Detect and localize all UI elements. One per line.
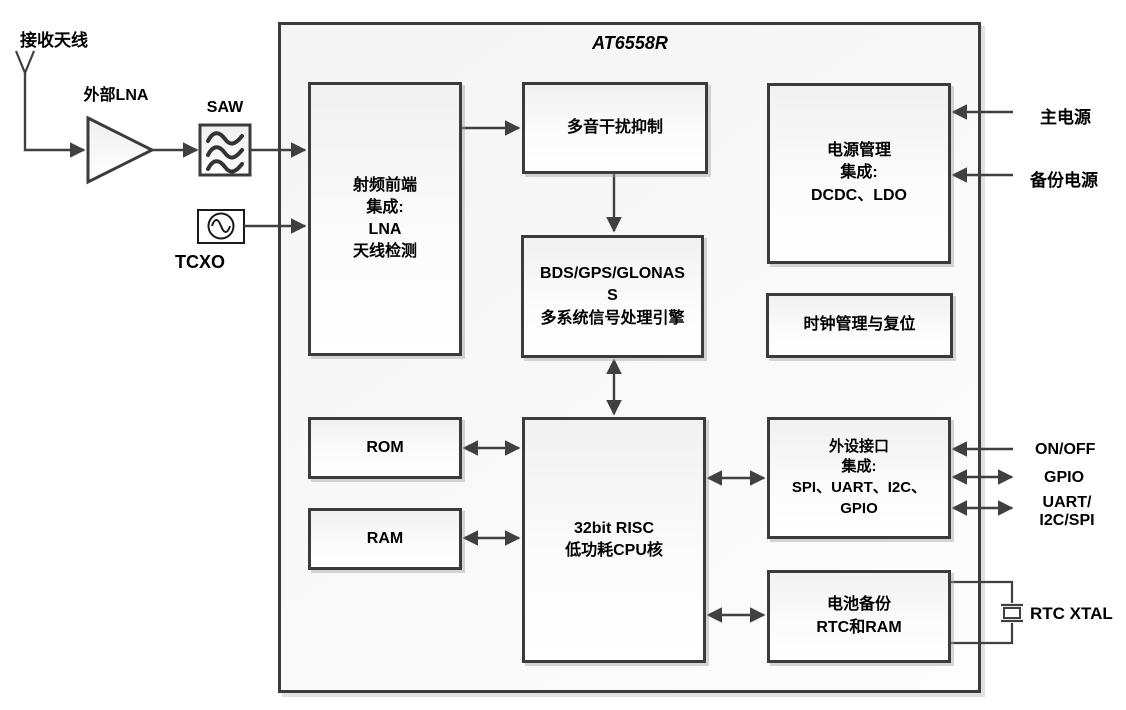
arrow-antenna-to-lna: [23, 73, 86, 158]
rtc-xtal-label: RTC XTAL: [1030, 604, 1113, 623]
oscillator-icon: [197, 209, 245, 244]
wire-xtal-bottom: [950, 623, 1014, 645]
power-mgmt-label: 电源管理 集成: DCDC、LDO: [811, 142, 907, 204]
lna-label: 外部LNA: [83, 87, 149, 104]
multitone-block: 多音干扰抑制: [522, 82, 708, 174]
cpu-label: 32bit RISC 低功耗CPU核: [565, 519, 663, 559]
on-off-label: ON/OFF: [1035, 441, 1096, 458]
signal-engine-block: BDS/GPS/GLONAS S 多系统信号处理引擎: [521, 235, 704, 358]
main-power-label: 主电源: [1040, 108, 1091, 127]
tcxo-label: TCXO: [174, 252, 225, 272]
peripherals-block: 外设接口 集成: SPI、UART、I2C、 GPIO: [767, 417, 951, 539]
clock-reset-label: 时钟管理与复位: [803, 316, 916, 334]
multitone-label: 多音干扰抑制: [566, 118, 663, 136]
power-mgmt-block: 电源管理 集成: DCDC、LDO: [767, 83, 951, 264]
antenna-label: 接收天线: [20, 31, 88, 50]
clock-reset-block: 时钟管理与复位: [766, 293, 953, 358]
chip-title: AT6558R: [592, 33, 668, 53]
crystal-icon: [1001, 603, 1023, 623]
ram-label: RAM: [366, 529, 404, 547]
cpu-block: 32bit RISC 低功耗CPU核: [522, 417, 706, 663]
rom-block: ROM: [308, 417, 462, 479]
battery-rtc-block: 电池备份 RTC和RAM: [767, 570, 951, 663]
ram-block: RAM: [308, 508, 462, 570]
signal-engine-label: BDS/GPS/GLONAS S 多系统信号处理引擎: [540, 265, 685, 327]
battery-rtc-label: 电池备份 RTC和RAM: [816, 596, 902, 636]
uart-i2c-spi-label: UART/ I2C/SPI: [1039, 494, 1095, 530]
wire-xtal-top: [950, 580, 1014, 603]
rf-frontend-block: 射频前端 集成: LNA 天线检测: [308, 82, 462, 356]
antenna-icon: [14, 50, 36, 74]
rom-label: ROM: [366, 438, 404, 456]
peripherals-label: 外设接口 集成: SPI、UART、I2C、 GPIO: [791, 437, 927, 517]
backup-power-label: 备份电源: [1030, 171, 1098, 190]
amplifier-icon: [86, 115, 156, 185]
rf-frontend-label: 射频前端 集成: LNA 天线检测: [352, 176, 417, 261]
saw-filter-icon: [198, 123, 252, 177]
saw-label: SAW: [206, 99, 244, 116]
gpio-label: GPIO: [1044, 469, 1085, 486]
